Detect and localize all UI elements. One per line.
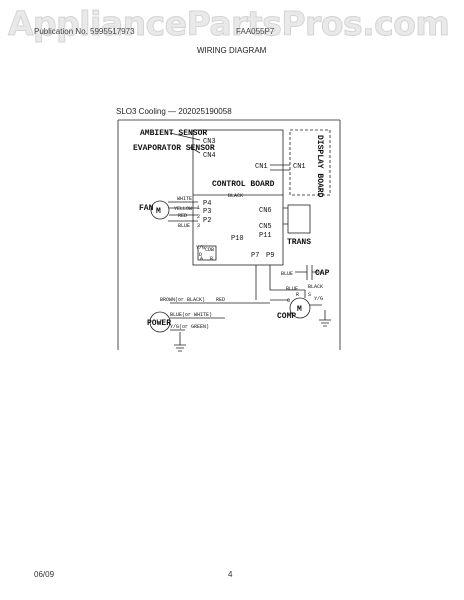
evaporator-sensor-label: EVAPORATOR SENSOR	[133, 144, 215, 153]
yg-board-label: Y/G	[196, 245, 205, 251]
page-heading: WIRING DIAGRAM	[197, 46, 267, 55]
p4-label: P4	[203, 200, 211, 208]
black-wire-label: BLACK	[228, 193, 243, 199]
fan-motor-m: M	[156, 207, 161, 216]
fan-label: FAN	[139, 204, 154, 213]
ground-symbol-comp	[319, 310, 331, 327]
model-number: FAA055P7	[236, 27, 275, 36]
small-relay-box	[197, 245, 217, 261]
diagram-title: SLO3 Cooling — 202025190058	[116, 107, 232, 116]
fan-wires	[168, 201, 198, 222]
pin-2-label: 2	[197, 214, 200, 220]
blue-wire-label: BLUE	[178, 223, 190, 229]
blue-white-label: BLUE(or WHITE)	[170, 312, 212, 318]
p2-label: P2	[203, 217, 211, 225]
p10-label: P10	[231, 235, 244, 243]
b-label: B	[210, 256, 213, 262]
white-wire-label: WHITE	[177, 196, 192, 202]
footer-date: 06/09	[34, 570, 55, 579]
cap-blue-label: BLUE	[281, 271, 293, 277]
cn4-label: CN4	[203, 152, 216, 160]
display-board-box	[289, 129, 331, 196]
comp-wires	[270, 290, 322, 306]
p3-label: P3	[203, 208, 211, 216]
cap-label: CAP	[315, 269, 330, 278]
terminal-r-label: R	[296, 292, 299, 298]
evaporator-sensor-wire	[189, 146, 201, 154]
transformer-wires	[283, 207, 288, 225]
cn6-label: CN6	[259, 207, 272, 215]
control-board-label: CONTROL BOARD	[212, 180, 275, 189]
display-board-label: DISPLAY BOARD	[315, 135, 324, 198]
p7-label: P7	[251, 252, 259, 260]
yellow-wire-label: YELLOW	[174, 206, 192, 212]
page-number: 4	[228, 570, 233, 579]
ambient-sensor-label: AMBIENT SENSOR	[140, 129, 207, 138]
red-line-label: RED	[216, 297, 225, 303]
cdb-label: CDB	[205, 247, 214, 253]
yg-green-label: Y/G(or GREEN)	[170, 324, 209, 330]
cn1-board-label: CN1	[255, 163, 268, 171]
cn1-display-label: CN1	[293, 163, 306, 171]
comp-label: COMP	[277, 312, 296, 321]
brown-black-label: BROWN(or BLACK)	[160, 297, 205, 303]
ambient-sensor-wire	[169, 132, 201, 141]
cn3-label: CN3	[203, 138, 216, 146]
transformer-symbol	[287, 204, 311, 234]
p11-label: P11	[259, 232, 272, 240]
power-plug-symbol	[149, 311, 171, 333]
compressor-symbol	[289, 297, 311, 319]
p9-label: P9	[266, 252, 274, 260]
p9-wire	[269, 265, 305, 291]
comp-blue-label: BLUE	[286, 286, 298, 292]
pin-3-label: 3	[197, 223, 200, 229]
trans-label: TRANS	[287, 238, 311, 247]
red-wire-label: RED	[178, 213, 187, 219]
comp-motor-m: M	[297, 305, 302, 314]
control-board-box	[192, 129, 284, 266]
a-label: A	[200, 256, 203, 262]
terminal-c-label: C	[287, 298, 290, 304]
watermark-logo: AppliancePartsPros.com	[8, 4, 451, 44]
power-label: POWER	[147, 319, 171, 328]
terminal-s-label: S	[308, 292, 311, 298]
fan-motor-symbol	[150, 200, 170, 220]
ground-symbol-power	[174, 332, 186, 352]
pin-1-label: 1	[197, 205, 200, 211]
d-label: D	[199, 252, 202, 258]
cn5-label: CN5	[259, 223, 272, 231]
publication-number: Publication No. 5995517973	[34, 27, 135, 36]
comp-yg-label: Y/G	[314, 296, 323, 302]
capacitor-symbol	[306, 265, 313, 280]
comp-black-label: BLACK	[308, 284, 323, 290]
